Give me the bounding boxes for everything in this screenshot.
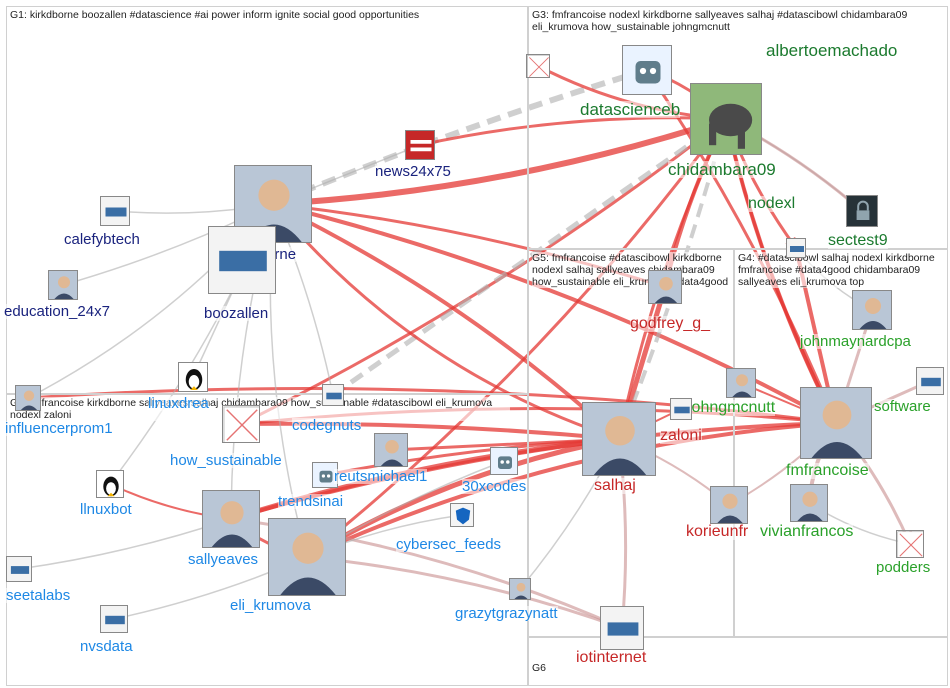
logo-icon xyxy=(786,238,806,258)
node-label: podders xyxy=(876,559,931,576)
broken-image-icon xyxy=(896,530,924,558)
person-icon xyxy=(710,486,748,524)
node-label: education_24x7 xyxy=(4,303,110,320)
node-label: fmfrancoise xyxy=(786,462,869,479)
edge xyxy=(270,202,621,441)
person-icon xyxy=(790,484,828,522)
logo-icon xyxy=(100,196,130,226)
news-icon xyxy=(405,130,435,160)
person-icon xyxy=(268,518,346,596)
node-label: calefybtech xyxy=(64,231,140,248)
edge xyxy=(271,203,622,442)
node-label: datascienceb xyxy=(580,100,681,119)
logo-icon xyxy=(670,398,692,420)
node-label: grazytgrazynatt xyxy=(455,605,558,622)
person-icon xyxy=(48,270,78,300)
person-icon xyxy=(582,402,656,476)
node-label: trendsinai xyxy=(278,493,344,510)
edge xyxy=(268,116,727,215)
node-label: nvsdata xyxy=(80,638,133,655)
elephant-icon xyxy=(690,83,762,155)
node-label: boozallen xyxy=(204,305,269,322)
node-label: cybersec_feeds xyxy=(396,536,502,553)
node-label: zaloni xyxy=(660,427,702,444)
node-label: albertoemachado xyxy=(766,41,898,60)
logo-icon xyxy=(322,384,344,406)
group-label-g5: G5: fmfrancoise #datascibowl kirkdborne … xyxy=(532,252,732,288)
group-box-g6 xyxy=(528,637,948,686)
person-icon xyxy=(15,385,41,411)
group-label-g4: G4: #datascibowl salhaj nodexl kirkdborn… xyxy=(738,252,938,288)
node-label: johngmcnutt xyxy=(688,399,776,416)
logo-icon xyxy=(100,605,128,633)
node-label: vivianfrancos xyxy=(760,523,854,540)
group-label-g3: G3: fmfrancoise nodexl kirkdborne sallye… xyxy=(532,9,922,33)
person-icon xyxy=(648,270,682,304)
broken-image-icon xyxy=(222,405,260,443)
robot-icon xyxy=(490,447,518,475)
group-box-g1 xyxy=(6,6,528,394)
node-label: software xyxy=(874,398,931,415)
person-icon xyxy=(800,387,872,459)
node-label: reutsmichael1 xyxy=(334,468,428,485)
edge xyxy=(419,112,729,147)
person-icon xyxy=(852,290,892,330)
node-label: eli_krumova xyxy=(230,597,311,614)
group-label-g2: G2: fmfrancoise kirkdborne sallyeaves sa… xyxy=(10,397,510,421)
node-label: news24x75 xyxy=(375,163,451,180)
node-label: how_sustainable xyxy=(170,452,282,469)
logo-icon xyxy=(208,226,276,294)
node-label: iotinternet xyxy=(576,649,647,666)
node-label: chidambara09 xyxy=(668,160,776,179)
edge xyxy=(306,555,625,632)
penguin-icon xyxy=(178,362,208,392)
group-label-g1: G1: kirkdborne boozallen #datascience #a… xyxy=(10,9,520,21)
penguin-icon xyxy=(96,470,124,498)
node-label: salhaj xyxy=(594,477,636,494)
group-box-g3 xyxy=(528,6,948,249)
node-label: influencerprom1 xyxy=(5,420,113,437)
edge xyxy=(240,421,623,446)
edge xyxy=(306,117,728,559)
person-icon xyxy=(726,368,756,398)
edge xyxy=(268,67,648,208)
node-label: godfrey_g_ xyxy=(630,315,711,332)
edge xyxy=(269,199,837,425)
logo-icon xyxy=(600,606,644,650)
group-label-g6: G6 xyxy=(532,662,572,674)
logo-icon xyxy=(6,556,32,582)
security-icon xyxy=(846,195,878,227)
edge xyxy=(306,415,840,559)
node-label: llnuxbot xyxy=(80,501,132,518)
node-label: johnmaynardcpa xyxy=(800,333,911,350)
node-label: seetalabs xyxy=(6,587,71,604)
node-label: sallyeaves xyxy=(188,551,259,568)
group-box-g4 xyxy=(734,249,948,637)
node-label: codegnuts xyxy=(292,417,362,434)
node-label: sectest9 xyxy=(828,232,888,249)
node-label: korieunfr xyxy=(686,523,749,540)
broken-image-icon xyxy=(526,54,550,78)
robot-icon xyxy=(622,45,672,95)
node-label: nodexl xyxy=(748,195,796,212)
logo-icon xyxy=(916,367,944,395)
person-icon xyxy=(509,578,531,600)
node-label: linuxdrea xyxy=(148,395,209,412)
person-icon xyxy=(374,433,408,467)
person-icon xyxy=(202,490,260,548)
shield-icon xyxy=(450,503,474,527)
node-label: 30xcodes xyxy=(462,478,527,495)
group-box-g2 xyxy=(6,394,528,686)
